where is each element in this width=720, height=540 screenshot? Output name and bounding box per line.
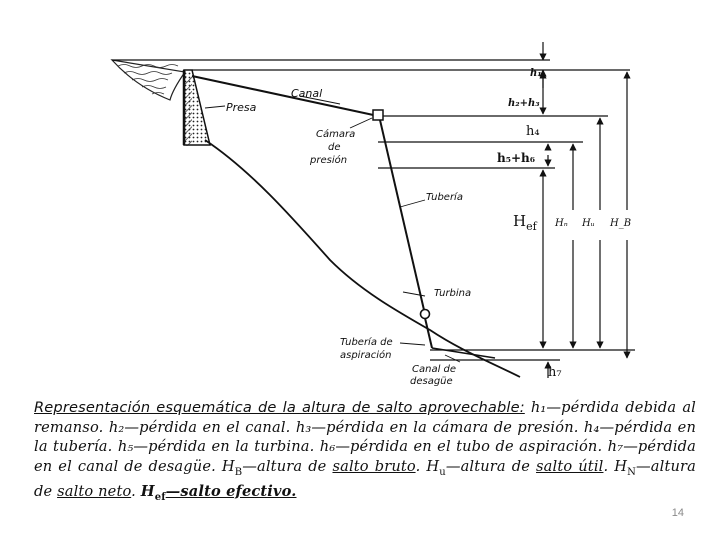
tailrace-line: [431, 347, 496, 359]
label-hef: Hef: [513, 212, 538, 233]
level-lines: [112, 59, 635, 361]
label-aspiracion-2: aspiración: [340, 349, 391, 361]
caption-hb: HB—altura de salto bruto.: [221, 457, 421, 478]
label-hb: H_B: [609, 218, 631, 229]
label-h4: h₄: [526, 124, 540, 139]
label-presa: Presa: [226, 101, 257, 114]
caption-hef: Hef—salto efectivo.: [140, 482, 297, 503]
label-aspiracion-1: Tubería de: [340, 336, 393, 348]
caption-h2: h₂—pérdida en el canal.: [108, 418, 291, 436]
caption-h7: h₇—pérdida en el canal de desagüe.: [34, 438, 696, 475]
label-h7: h₇: [548, 365, 562, 380]
label-camara-2: de: [328, 142, 341, 153]
ground-profile: [204, 139, 521, 378]
label-desague-1: Canal de: [412, 364, 456, 375]
page-number: 14: [671, 507, 684, 519]
caption-h1: h₁—pérdida debida al remanso.: [34, 399, 696, 436]
dimension-arrows: [539, 42, 631, 378]
label-tuberia: Tubería: [426, 191, 463, 203]
label-turbina: Turbina: [434, 288, 471, 299]
figure-caption: Representación esquemática de la altura …: [34, 398, 696, 507]
caption-h4: h₄—pérdida en la tubería.: [34, 418, 696, 456]
label-hn: Hₙ: [554, 218, 568, 229]
hydro-head-diagram: Canal Presa Cámara de presión Tubería Tu…: [110, 42, 635, 387]
caption-h6: h₆—pérdida en el tubo de aspiración.: [319, 438, 603, 455]
label-camara-1: Cámara: [316, 128, 355, 140]
turbine-circle: [419, 308, 431, 320]
label-hu: Hᵤ: [581, 218, 595, 229]
caption-hn: HN—altura de salto neto.: [34, 457, 696, 500]
forebay-box: [372, 109, 384, 121]
label-canal: Canal: [291, 87, 322, 100]
caption-h5: h₅—pérdida en la turbina.: [117, 438, 315, 455]
caption-hu: Hu—altura de salto útil.: [426, 457, 609, 478]
label-h2h3: h₂+h₃: [508, 98, 540, 109]
label-h1: h₁: [530, 68, 542, 79]
label-camara-3: presión: [309, 154, 347, 166]
leader-lines: [204, 95, 461, 363]
dam: [182, 69, 211, 146]
label-h5h6: h₅+h₆: [497, 151, 535, 165]
caption-title: Representación esquemática de la altura …: [34, 399, 525, 416]
caption-h3: h₃—pérdida en la cámara de presión.: [295, 418, 579, 436]
canal-line: [191, 75, 379, 117]
draft-tube-line: [424, 317, 433, 349]
reservoir: [110, 59, 187, 101]
penstock-line: [379, 119, 425, 311]
label-desague-2: desagüe: [410, 376, 453, 387]
